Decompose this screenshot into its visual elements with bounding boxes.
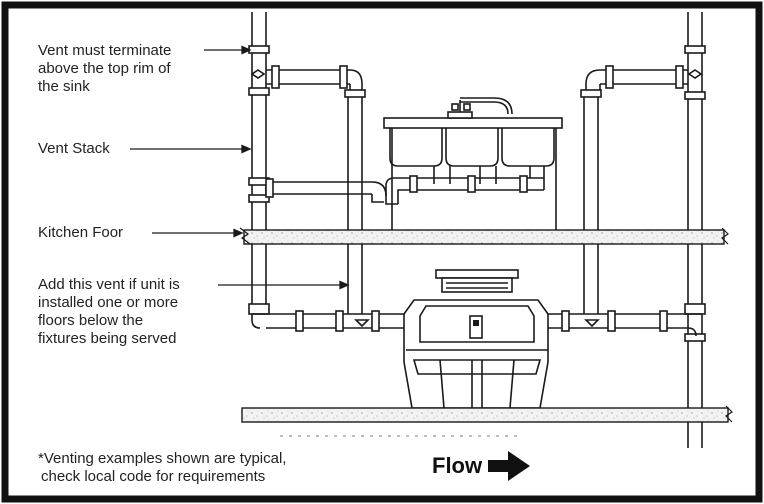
left-vent-stack [248, 12, 270, 315]
three-compartment-sink [383, 97, 563, 232]
label-vent-terminate: Vent must terminate above the top rim of… [38, 42, 172, 95]
label-kitchen-floor: Kitchen Foor [38, 224, 124, 241]
leader-kitchen-floor [152, 228, 244, 238]
sink-drain-branch [265, 166, 545, 205]
flow-arrow-icon [488, 451, 530, 481]
inlet-drain-line [251, 310, 410, 332]
flow-label: Flow [432, 453, 483, 478]
kitchen-floor-slab [239, 227, 729, 245]
label-add-vent: Add this vent if unit is installed one o… [38, 276, 180, 347]
leader-add-vent [218, 280, 350, 290]
grease-interceptor-unit [403, 269, 549, 409]
left-top-vent-loop [250, 65, 366, 314]
label-vent-stack: Vent Stack [38, 140, 110, 157]
footnote: *Venting examples shown are typical, che… [38, 450, 287, 485]
leader-vent-stack [130, 144, 252, 154]
outlet-drain-line [546, 310, 702, 337]
lower-floor-slab [241, 405, 733, 423]
leader-vent-terminate [204, 45, 252, 55]
